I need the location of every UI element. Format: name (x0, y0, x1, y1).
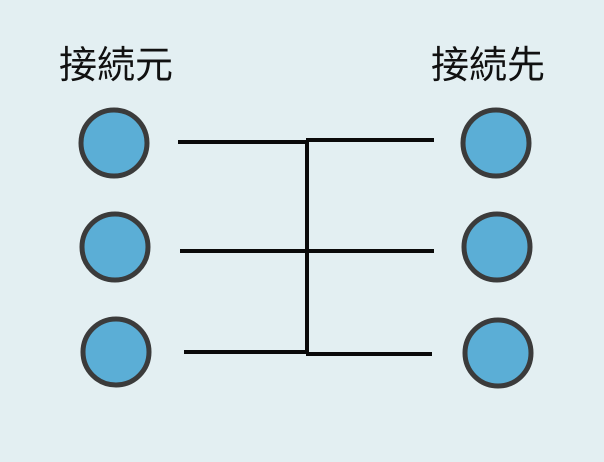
destination-label: 接続先 (431, 43, 546, 87)
source-label: 接続元 (59, 43, 174, 87)
source-node-1 (78, 107, 150, 179)
source-node-3 (80, 316, 152, 388)
destination-nodes (460, 107, 534, 389)
wiring (178, 138, 434, 356)
destination-node-2 (461, 211, 533, 283)
source-node-2 (79, 211, 151, 283)
destination-node-3 (462, 317, 534, 389)
source-nodes (78, 107, 152, 388)
destination-node-1 (460, 107, 532, 179)
